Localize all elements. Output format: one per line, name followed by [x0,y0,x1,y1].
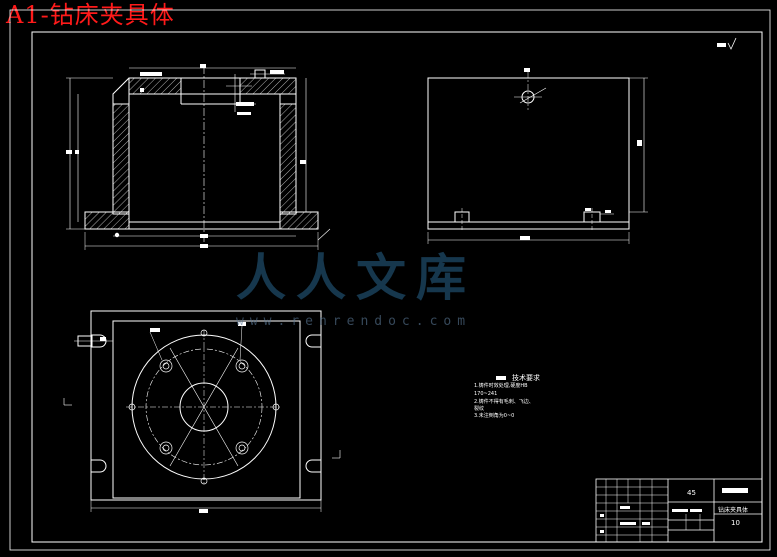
watermark-logo: 人人文库 [236,249,476,307]
tech-requirement-3: 3.未注倒角为0~0 [474,413,515,419]
title-block-part-name: 钻床夹具体 [718,507,749,514]
outer-frame [9,9,771,551]
title-block-fills [600,488,748,533]
title-block-material: 45 [687,489,696,497]
tech-requirement-2: 2.铸件不得有毛刺、飞边、 [474,399,534,405]
tech-requirement-1: 1.铸件时效处理,硬度HB [474,383,528,389]
side-view-dim-labels [520,68,642,240]
tech-requirement-1b: 170~241 [474,391,498,397]
inner-frame [31,31,763,543]
title-block-scale: 10 [731,519,740,527]
front-view-dim-labels [66,64,306,248]
side-view [427,72,648,244]
tech-requirement-2b: 裂纹 [474,406,485,412]
top-view [63,310,341,512]
watermark-url: www.renrendoc.com [236,314,472,329]
front-section-view [66,66,331,250]
title-block [595,478,763,543]
top-view-dim-labels [100,322,246,513]
drawing-title: A1-钻床夹具体 [6,1,175,29]
tech-requirements-heading: 技术要求 [496,373,540,383]
roughness-symbol [717,37,737,50]
